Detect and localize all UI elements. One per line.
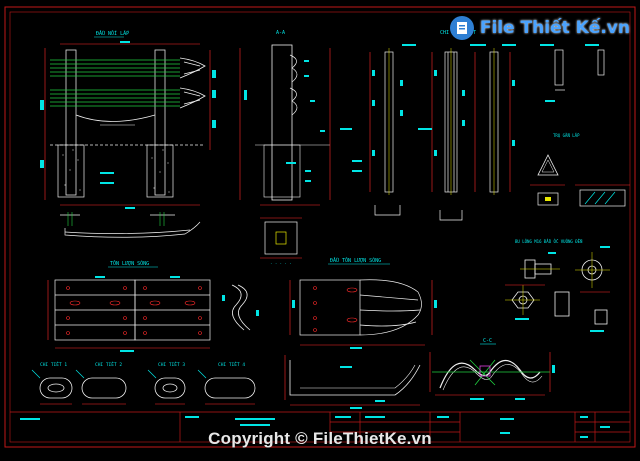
detail-1-title: CHI TIẾT 1 [40,360,67,368]
section-aa: A-A . . . . . [239,30,331,265]
plan-title: TÔN LƯỢN SÓNG [110,260,149,267]
bolt-details [505,246,610,332]
title-block-text [20,416,610,438]
watermark-brand-text: File Thiết Kế.vn [479,18,630,38]
section-cc: C-C [429,338,555,400]
detail-3-title: CHI TIẾT 3 [158,360,185,368]
post-detail: CHI TIẾT CỘT [340,28,516,221]
end-plan: ĐẦU TÔN LƯỢN SÓNG [284,257,437,409]
brand-logo-icon [449,16,474,40]
end-plan-title: ĐẦU TÔN LƯỢN SÓNG [330,257,381,264]
plan-sheet: TÔN LƯỢN SÓNG [47,260,259,352]
slot-details: CHI TIẾT 1 CHI TIẾT 2 CHI TIẾT 3 CHI TIẾ… [31,360,256,405]
sign-title: TRỤ GẮN LẮP [553,133,580,138]
copyright-text: Copyright © FileThietKe.vn [208,429,432,448]
section-aa-title: A-A [276,30,285,36]
detail-4-title: CHI TIẾT 4 [218,360,245,368]
drawing-frame [4,6,636,448]
detail-2-title: CHI TIẾT 2 [95,360,122,368]
elevation-view: ĐẦU NỐI LẮP [40,30,216,238]
watermark-logo: File Thiết Kế.vn [449,16,630,40]
inner-frame [9,11,631,443]
right-details: TRỤ GẮN LẮP BU LÔNG M16 ĐẦU ỐC VUÔNG ĐẾN [515,44,630,244]
bolt-title: BU LÔNG M16 ĐẦU ỐC VUÔNG ĐẾN [515,239,583,244]
svg-text:. . . . .: . . . . . [270,260,292,265]
elevation-title: ĐẦU NỐI LẮP [96,30,129,37]
section-cc-title: C-C [483,338,492,344]
title-block [10,411,630,442]
